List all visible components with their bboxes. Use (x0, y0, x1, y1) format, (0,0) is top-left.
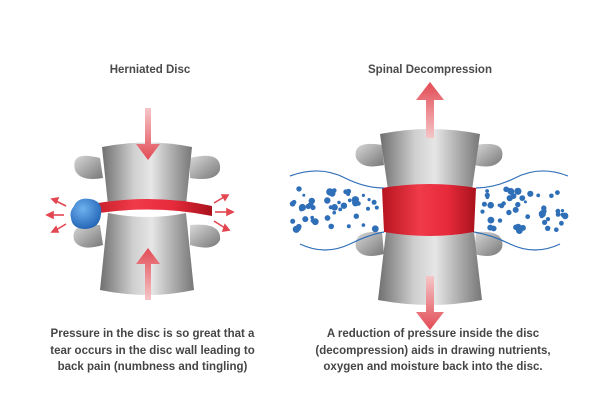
nutrient-dot (506, 187, 510, 191)
nutrient-dot (519, 195, 526, 202)
nutrient-dot (324, 197, 331, 204)
nutrient-dot (308, 197, 315, 205)
nutrient-dot (545, 225, 551, 231)
nutrient-dot (371, 199, 377, 205)
nutrient-dot (289, 201, 296, 207)
herniated-disc-figure (45, 108, 235, 300)
nutrient-dot (311, 218, 319, 226)
left-upper-left-process (74, 155, 103, 179)
nutrient-dot (346, 224, 351, 229)
nutrient-dot (497, 203, 501, 207)
nutrient-dot (555, 190, 560, 196)
nutrient-dot (338, 207, 343, 212)
nutrient-dot (361, 193, 365, 197)
nutrient-dot (487, 216, 495, 224)
nutrient-dot (506, 209, 512, 216)
nutrient-dots-left (289, 186, 379, 233)
nutrient-dot (560, 209, 565, 213)
left-downward-pressure-arrow (136, 108, 160, 160)
nutrient-dot (366, 206, 370, 211)
right-upper-right-process (474, 143, 503, 167)
left-radiating-arrows (45, 196, 67, 233)
nutrient-dot (353, 213, 359, 219)
nutrient-dot (527, 190, 534, 197)
left-upper-right-process (190, 155, 221, 179)
nutrient-dot (514, 187, 522, 195)
nutrient-dot (343, 189, 349, 195)
nutrient-dot (302, 216, 309, 223)
nutrient-dot (367, 198, 371, 202)
nutrient-dot (347, 198, 352, 203)
nutrient-dot (374, 205, 379, 210)
nutrient-dot (541, 208, 547, 214)
nutrient-dot (525, 214, 531, 220)
nutrient-dot (328, 205, 333, 210)
nutrient-dot (506, 195, 513, 202)
nutrient-dot (310, 215, 315, 220)
nutrient-dot (290, 218, 296, 224)
nutrient-dot (332, 210, 337, 215)
nutrient-dot (361, 223, 366, 227)
right-healthy-disc (382, 184, 476, 236)
right-upward-traction-arrow (416, 82, 444, 138)
nutrient-dot (545, 217, 551, 222)
nutrient-dot (515, 201, 521, 208)
nutrient-dot (331, 188, 337, 194)
nutrient-dot (485, 189, 489, 193)
left-upward-pressure-arrow (136, 248, 160, 300)
caption-line: oxygen and moisture back into the disc. (323, 361, 543, 373)
nutrient-dot (501, 201, 506, 206)
nutrient-dot (549, 193, 554, 199)
spinal-decompression-title: Spinal Decompression (368, 64, 492, 76)
nutrient-dot (487, 201, 495, 209)
caption-line: Pressure in the disc is so great that a (50, 328, 255, 340)
right-upper-left-process (355, 143, 384, 167)
nutrient-dot (480, 209, 485, 214)
caption-line: A reduction of pressure inside the disc (326, 328, 540, 340)
decompression-caption: A reduction of pressure inside the disc … (298, 326, 568, 376)
nutrient-dot (497, 218, 503, 223)
right-downward-traction-arrow (416, 276, 444, 330)
nutrient-dot (536, 193, 541, 198)
caption-line: tear occurs in the disc wall leading to (50, 344, 255, 357)
nutrient-flow-lines (289, 170, 569, 251)
nutrient-dot (324, 215, 331, 221)
herniated-disc-caption: Pressure in the disc is so great that a … (10, 326, 295, 376)
nutrient-dot (328, 223, 335, 230)
nutrient-dot (371, 225, 379, 233)
nutrient-dot (481, 201, 487, 207)
nutrient-dot (340, 202, 348, 209)
nutrient-dot (299, 206, 304, 212)
herniation-blob (70, 198, 102, 229)
nutrient-dot (559, 220, 564, 226)
nutrient-dot (296, 226, 301, 231)
nutrient-dot (513, 224, 519, 231)
nutrient-dot (352, 199, 359, 207)
spinal-decompression-figure (289, 82, 569, 330)
herniated-disc-title: Herniated Disc (109, 64, 191, 76)
left-lower-right-process (190, 224, 221, 248)
nutrient-dot (555, 212, 561, 217)
nutrient-dot (302, 193, 306, 197)
nutrient-dot (490, 225, 497, 232)
nutrient-dot (560, 212, 565, 217)
right-upper-vertebra (380, 129, 480, 194)
nutrient-dot (337, 200, 341, 205)
nutrient-dot (554, 227, 559, 232)
nutrient-dots-right (480, 186, 569, 235)
nutrient-dot (542, 219, 548, 225)
nutrient-dot (331, 204, 338, 211)
nutrient-dot (523, 200, 527, 204)
left-lower-left-process (73, 224, 103, 248)
left-disc-band (82, 199, 212, 216)
right-radiating-arrows (213, 194, 235, 233)
caption-line: back pain (numbness and tingling) (57, 361, 248, 373)
nutrient-dot (485, 195, 490, 200)
caption-line: (decompression) aids in drawing nutrient… (315, 344, 551, 357)
nutrient-dot (512, 206, 519, 213)
nutrient-dot (296, 186, 302, 192)
left-upper-vertebra (102, 142, 192, 209)
right-lower-vertebra (378, 232, 482, 305)
